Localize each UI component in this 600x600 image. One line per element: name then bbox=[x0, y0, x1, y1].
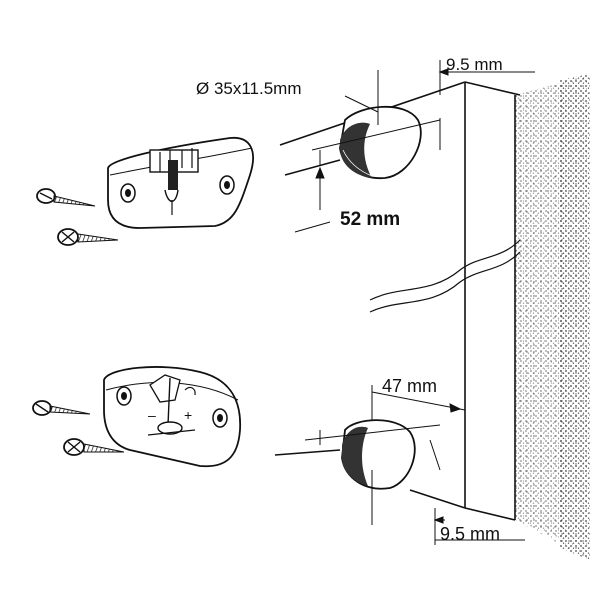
door-panel bbox=[274, 81, 521, 521]
hole-spacing-label: 52 mm bbox=[340, 209, 401, 230]
bottom-cup-hole bbox=[341, 419, 416, 490]
plus-mark: + bbox=[184, 407, 192, 423]
dimension-lines bbox=[294, 60, 535, 545]
bottom-mounting-plate bbox=[103, 366, 241, 468]
hole-offset-label: 47 mm bbox=[382, 376, 438, 396]
screw-bottom-2 bbox=[63, 438, 125, 456]
top-cup-hole bbox=[339, 105, 422, 179]
edge-offset-top-label: 9.5 mm bbox=[446, 55, 503, 74]
edge-offset-bottom-label: 9.5 mm bbox=[440, 524, 501, 544]
cabinet-side-panel bbox=[515, 74, 590, 560]
screw-top-2 bbox=[57, 228, 119, 246]
screw-top-1 bbox=[36, 188, 96, 207]
screw-bottom-1 bbox=[32, 400, 91, 416]
minus-mark: – bbox=[148, 407, 156, 423]
top-mounting-plate bbox=[107, 137, 254, 229]
cup-diameter-label: Ø 35x11.5mm bbox=[196, 79, 302, 98]
